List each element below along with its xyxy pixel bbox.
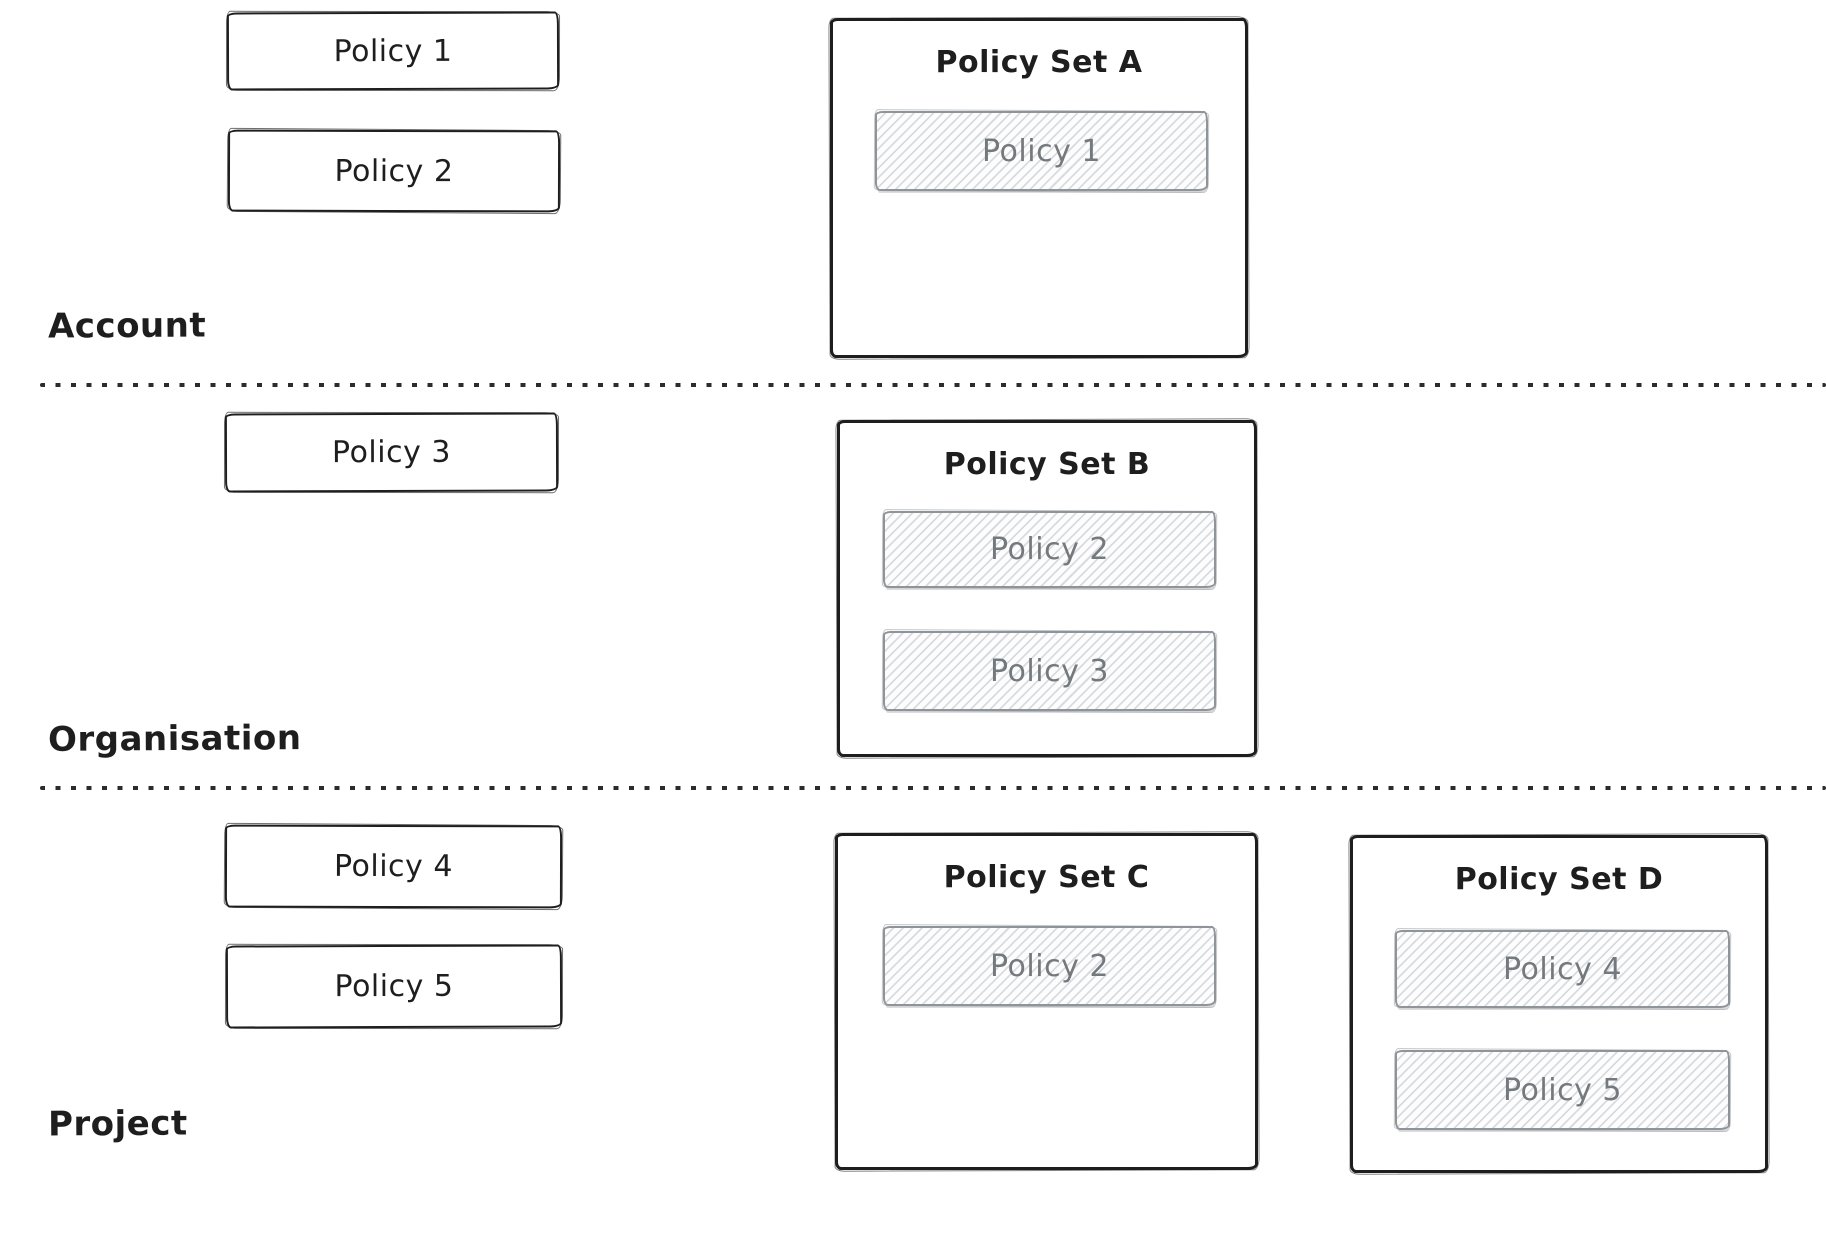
policy-box-label: Policy 5 [334,968,454,1005]
member-box-label: Policy 5 [1503,1072,1622,1108]
member-box-policy-2: Policy 2 [883,511,1216,588]
member-box-policy-4: Policy 4 [1395,930,1730,1008]
policy-box-policy-5: Policy 5 [225,944,563,1029]
member-box-label: Policy 2 [990,532,1109,567]
section-divider-organisation-project [40,786,1826,790]
policy-set-d: Policy Set D Policy 4 Policy 5 [1350,835,1768,1173]
policy-set-c: Policy Set C Policy 2 [835,833,1258,1170]
policy-set-d-title: Policy Set D [1454,862,1664,897]
section-divider-account-organisation [40,383,1826,387]
policy-box-policy-3: Policy 3 [224,412,559,493]
section-label-project: Project [47,1103,188,1145]
member-box-policy-1: Policy 1 [875,111,1208,191]
policy-box-policy-2: Policy 2 [227,129,561,213]
member-box-label: Policy 2 [990,948,1109,984]
policy-set-a-title: Policy Set A [935,45,1143,80]
policy-box-label: Policy 3 [331,434,452,471]
member-box-label: Policy 4 [1503,951,1622,987]
policy-box-policy-1: Policy 1 [226,11,560,91]
section-label-organisation: Organisation [47,718,302,760]
member-box-label: Policy 3 [990,653,1109,689]
policy-box-label: Policy 2 [334,153,454,189]
section-label-account: Account [47,305,207,347]
policy-box-label: Policy 1 [333,33,453,69]
policy-set-b: Policy Set B Policy 2 Policy 3 [837,420,1257,757]
policy-set-a: Policy Set A Policy 1 [830,18,1248,358]
member-box-policy-2: Policy 2 [883,926,1216,1006]
member-box-label: Policy 1 [982,133,1101,169]
policy-box-label: Policy 4 [333,848,453,885]
policy-box-policy-4: Policy 4 [224,824,563,909]
policy-set-b-title: Policy Set B [943,447,1151,482]
member-box-policy-5: Policy 5 [1395,1050,1730,1130]
policy-set-c-title: Policy Set C [943,860,1150,895]
member-box-policy-3: Policy 3 [883,631,1216,711]
